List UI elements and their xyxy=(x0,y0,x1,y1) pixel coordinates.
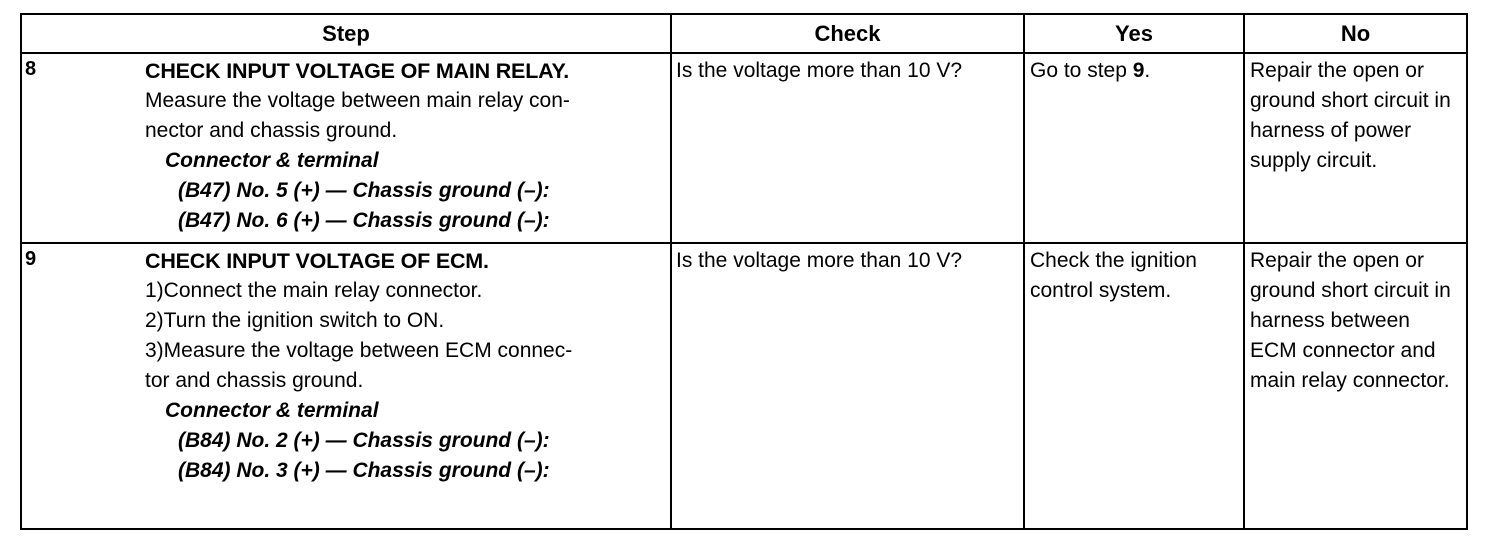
check-cell-8: Is the voltage more than 10 V? xyxy=(670,52,1025,244)
table-body: 8 CHECK INPUT VOLTAGE OF MAIN RELAY. Mea… xyxy=(20,52,1468,530)
check-text: Is the voltage more than 10 V? xyxy=(676,249,963,272)
step-number: 9 xyxy=(25,248,37,270)
yes-text: Check the ignition control system. xyxy=(1030,249,1197,302)
step-terminal-line: (B84) No. 3 (+) — Chassis ground (–): xyxy=(178,459,550,482)
column-header-yes: Yes xyxy=(1023,13,1245,54)
step-content: CHECK INPUT VOLTAGE OF ECM. 1)Connect th… xyxy=(145,244,664,486)
step-title: CHECK INPUT VOLTAGE OF MAIN RELAY. xyxy=(145,59,570,83)
step-title: CHECK INPUT VOLTAGE OF ECM. xyxy=(145,249,489,273)
step-number: 8 xyxy=(25,58,37,80)
column-header-step: Step xyxy=(20,13,672,54)
step-subheading: Connector & terminal xyxy=(165,149,379,172)
step-terminal-line: (B84) No. 2 (+) — Chassis ground (–): xyxy=(178,429,550,452)
check-text: Is the voltage more than 10 V? xyxy=(676,59,963,82)
step-line: nector and chassis ground. xyxy=(145,119,398,142)
table-header: Step Check Yes No xyxy=(20,13,1468,54)
yes-step-reference: 9 xyxy=(1132,59,1145,82)
yes-text-prefix: Go to step xyxy=(1030,59,1133,82)
step-cell-9: 9 CHECK INPUT VOLTAGE OF ECM. 1)Connect … xyxy=(20,242,672,530)
yes-text-suffix: . xyxy=(1144,59,1151,82)
yes-cell-8: Go to step 9. xyxy=(1023,52,1245,244)
yes-text: Go to step 9. xyxy=(1025,54,1243,86)
step-terminal-line: (B47) No. 6 (+) — Chassis ground (–): xyxy=(178,209,550,232)
no-cell-8: Repair the open or ground short circuit … xyxy=(1243,52,1468,244)
table-row: 8 CHECK INPUT VOLTAGE OF MAIN RELAY. Mea… xyxy=(20,52,1468,244)
step-subheading: Connector & terminal xyxy=(165,399,379,422)
step-content: CHECK INPUT VOLTAGE OF MAIN RELAY. Measu… xyxy=(145,54,664,236)
step-line: Measure the voltage between main relay c… xyxy=(145,89,570,112)
check-cell-9: Is the voltage more than 10 V? xyxy=(670,242,1025,530)
step-line: 3)Measure the voltage between ECM connec… xyxy=(145,339,573,362)
table-row: 9 CHECK INPUT VOLTAGE OF ECM. 1)Connect … xyxy=(20,242,1468,530)
no-cell-9: Repair the open or ground short circuit … xyxy=(1243,242,1468,530)
column-header-no: No xyxy=(1243,13,1468,54)
step-terminal-line: (B47) No. 5 (+) — Chassis ground (–): xyxy=(178,179,550,202)
yes-cell-9: Check the ignition control system. xyxy=(1023,242,1245,530)
diagnostic-procedure-table: Step Check Yes No 8 CHECK INPUT VOLTAGE … xyxy=(20,13,1468,530)
step-line: 2)Turn the ignition switch to ON. xyxy=(145,309,445,332)
column-header-check: Check xyxy=(670,13,1025,54)
header-row: Step Check Yes No xyxy=(20,13,1468,54)
step-line: 1)Connect the main relay connector. xyxy=(145,279,483,302)
no-text: Repair the open or ground short circuit … xyxy=(1250,59,1451,172)
step-cell-8: 8 CHECK INPUT VOLTAGE OF MAIN RELAY. Mea… xyxy=(20,52,672,244)
no-text: Repair the open or ground short circuit … xyxy=(1250,249,1451,392)
step-line: tor and chassis ground. xyxy=(145,369,364,392)
